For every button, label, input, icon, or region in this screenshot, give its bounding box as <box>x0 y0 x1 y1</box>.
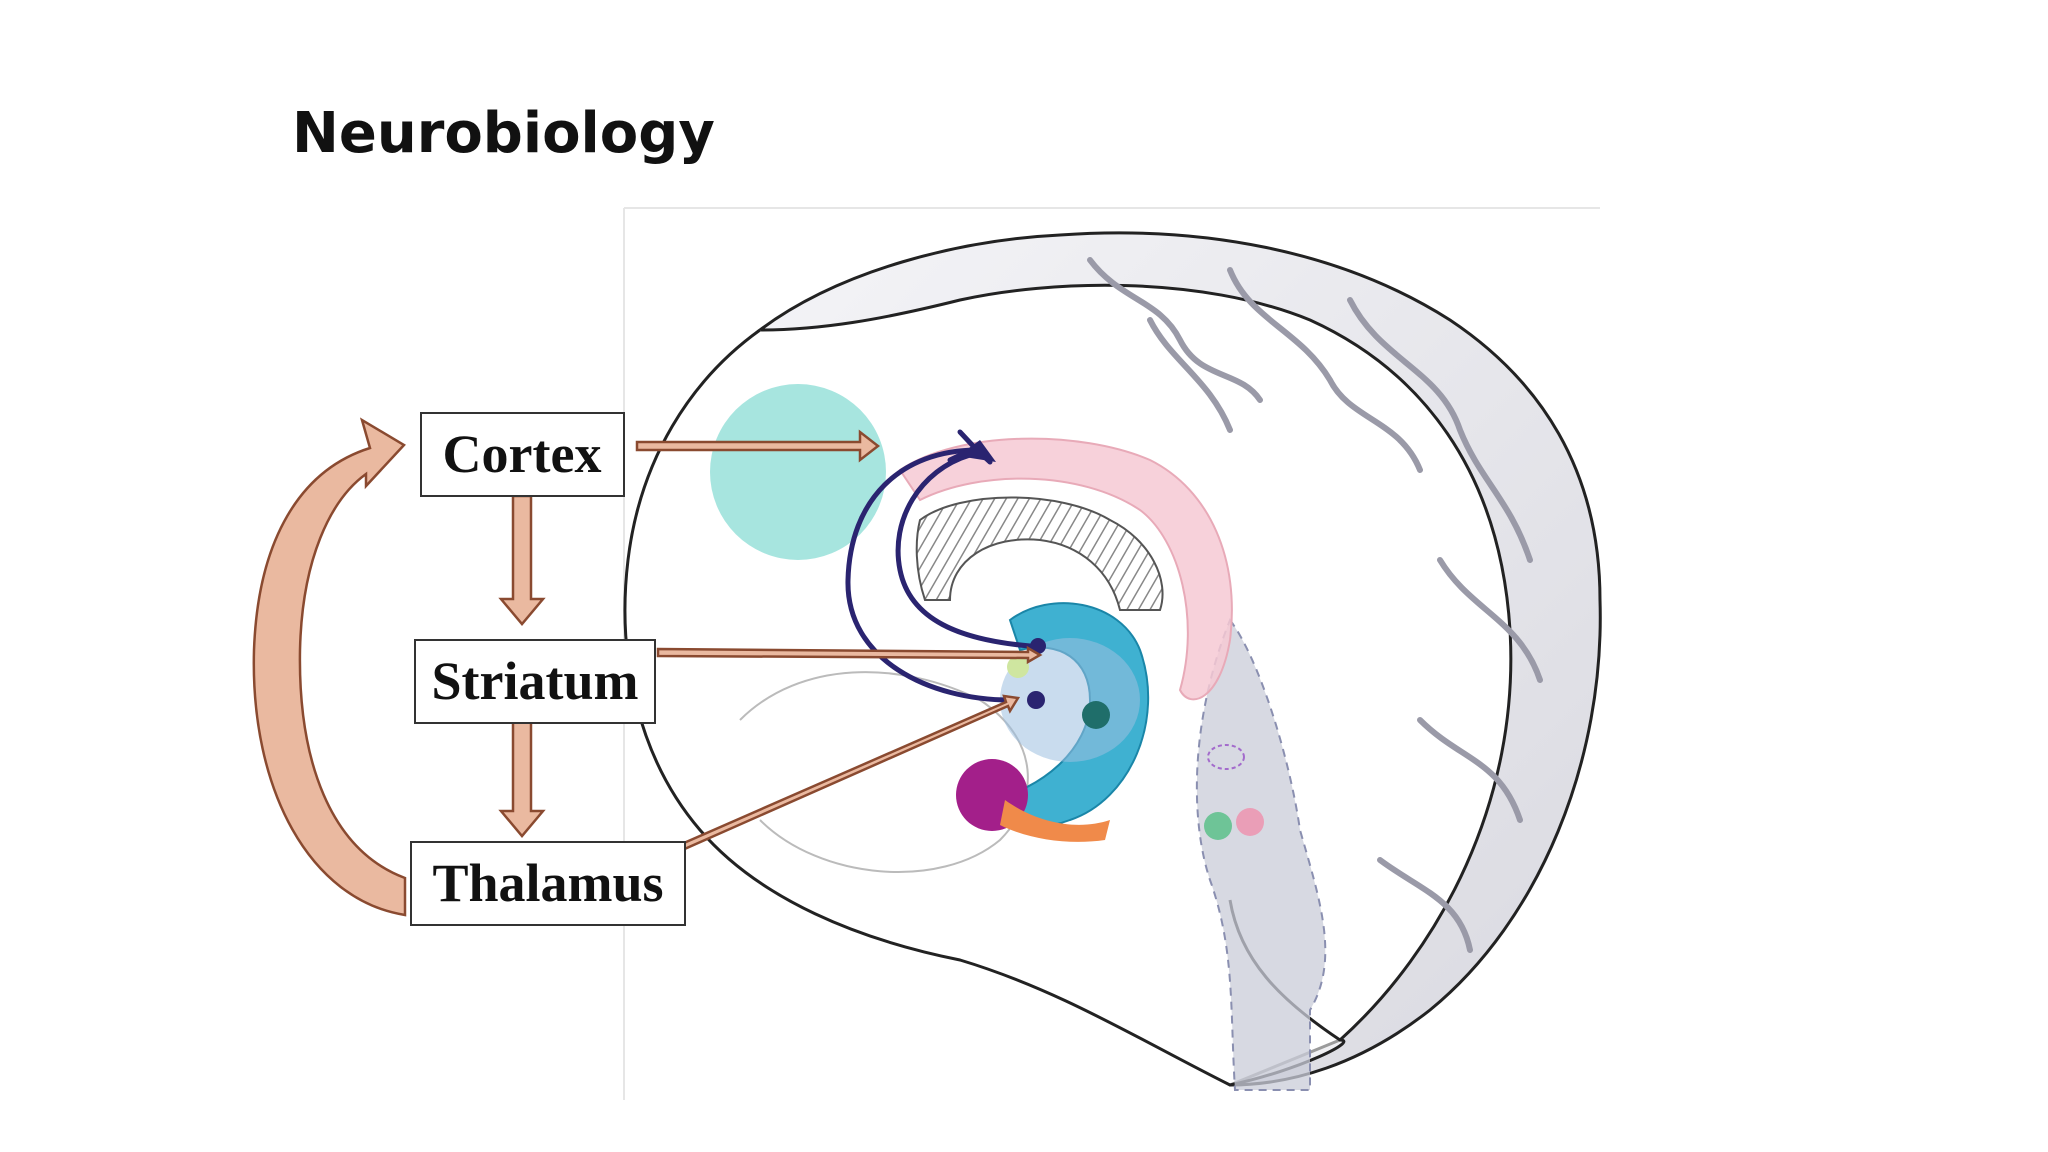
pathway-node-striatum <box>1030 638 1046 654</box>
cerebellum-outline <box>739 671 1029 873</box>
arrow-thalamus-to-cortex <box>252 417 407 917</box>
node-striatum: Striatum <box>414 639 656 724</box>
pointer-striatum <box>656 645 1043 665</box>
cortex-box <box>420 412 625 497</box>
globus-pallidus <box>1082 701 1110 729</box>
thalamus-box <box>410 841 686 926</box>
pathway-node-thalamus <box>1027 691 1045 709</box>
brain-illustration <box>623 207 1602 1100</box>
brainstem <box>1195 617 1327 1091</box>
arrow-striatum-to-thalamus <box>498 718 546 838</box>
fornix-hatched <box>915 496 1164 611</box>
pathway-neuron <box>958 440 996 462</box>
nucleus-green <box>1204 812 1232 840</box>
striatum-box <box>414 639 656 724</box>
thalamus-label: Thalamus <box>432 853 663 913</box>
striatum-label: Striatum <box>432 651 639 711</box>
hypothalamic-marker <box>1207 744 1245 770</box>
flow-arrows <box>252 417 1043 917</box>
arrow-cortex-to-striatum <box>498 494 546 626</box>
pointer-thalamus <box>675 694 1021 853</box>
corpus-callosum <box>898 437 1233 701</box>
thalamus-region <box>1000 638 1140 762</box>
nucleus-pink <box>1236 808 1264 836</box>
prefrontal-cortex-region <box>710 384 886 560</box>
cortex-gyri <box>1087 257 1543 953</box>
pointer-cortex <box>635 429 881 463</box>
cortex-label: Cortex <box>443 424 602 484</box>
hippocampus <box>1000 800 1110 842</box>
nucleus-marker <box>1007 656 1029 678</box>
node-thalamus: Thalamus <box>410 841 686 926</box>
node-cortex: Cortex <box>420 412 625 497</box>
slide-title: Neurobiology <box>292 101 715 166</box>
cortex-shell <box>755 231 1602 1087</box>
